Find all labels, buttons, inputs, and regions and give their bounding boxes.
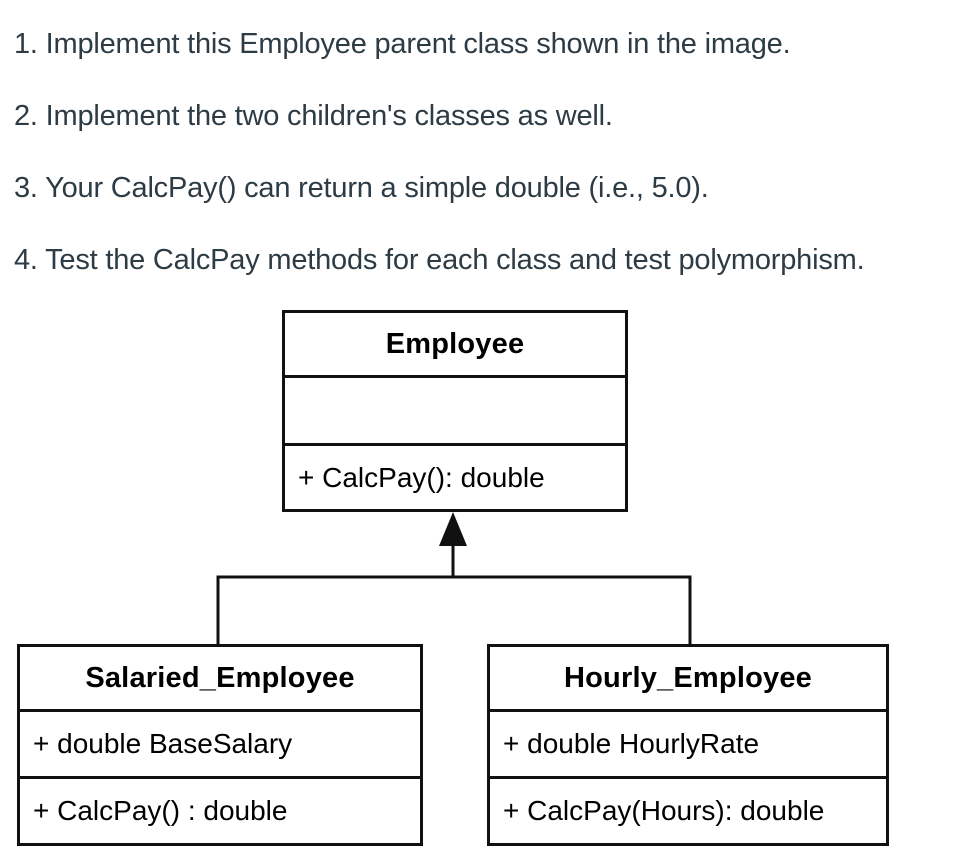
class-title: Salaried_Employee: [20, 647, 420, 712]
instruction-line-1: 1. Implement this Employee parent class …: [14, 28, 791, 60]
class-box-salaried-employee: Salaried_Employee + double BaseSalary + …: [17, 644, 423, 846]
class-method: + CalcPay() : double: [33, 795, 288, 826]
instruction-line-4: 4. Test the CalcPay methods for each cla…: [14, 244, 865, 276]
class-title: Employee: [285, 313, 625, 378]
class-attributes-empty: [285, 378, 625, 446]
class-title: Hourly_Employee: [490, 647, 886, 712]
class-method: + CalcPay(): double: [298, 461, 545, 493]
class-attribute: + double HourlyRate: [490, 712, 886, 779]
class-method: + CalcPay(Hours): double: [503, 795, 825, 826]
class-attribute: + double BaseSalary: [20, 712, 420, 779]
inheritance-arrowhead: [439, 512, 467, 546]
class-box-employee: Employee + CalcPay(): double: [282, 310, 628, 512]
instruction-line-3: 3. Your CalcPay() can return a simple do…: [14, 172, 709, 204]
instruction-line-2: 2. Implement the two children's classes …: [14, 100, 613, 132]
class-box-hourly-employee: Hourly_Employee + double HourlyRate + Ca…: [487, 644, 889, 846]
